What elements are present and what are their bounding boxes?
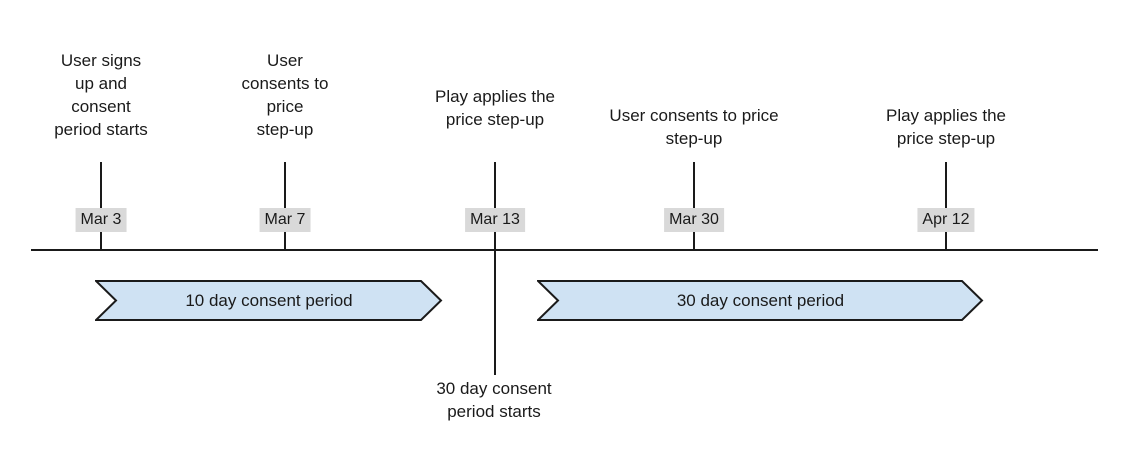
tick-line-mar30 <box>693 162 695 250</box>
consent-period-arrow-30day-label: 30 day consent period <box>676 290 845 310</box>
annotation-30day-period-starts: 30 day consent period starts <box>436 379 552 421</box>
date-label-mar30: Mar 30 <box>664 208 724 232</box>
event-description-mar3: User signs up and consent period starts <box>54 51 148 139</box>
chevron-ribbon-shape <box>537 280 984 321</box>
timeline-axis <box>31 249 1098 251</box>
consent-period-arrow-10day-label: 10 day consent period <box>185 290 353 310</box>
tick-line-mar7 <box>284 162 286 250</box>
date-label-mar7: Mar 7 <box>259 208 311 232</box>
consent-period-arrow-30day: 30 day consent period <box>537 280 984 321</box>
consent-period-arrow-10day: 10 day consent period <box>95 280 443 321</box>
tick-line-mar3 <box>100 162 102 250</box>
event-description-mar30: User consents to price step-up <box>609 106 779 148</box>
date-label-mar3: Mar 3 <box>75 208 127 232</box>
event-description-mar13: Play applies the price step-up <box>434 87 556 129</box>
event-description-mar7: User consents to price step-up <box>241 51 329 139</box>
date-label-mar13: Mar 13 <box>465 208 525 232</box>
event-description-apr12: Play applies the price step-up <box>885 106 1007 148</box>
chevron-ribbon-shape <box>95 280 443 321</box>
tick-line-mar13 <box>494 162 496 375</box>
tick-line-apr12 <box>945 162 947 250</box>
date-label-apr12: Apr 12 <box>917 208 975 232</box>
